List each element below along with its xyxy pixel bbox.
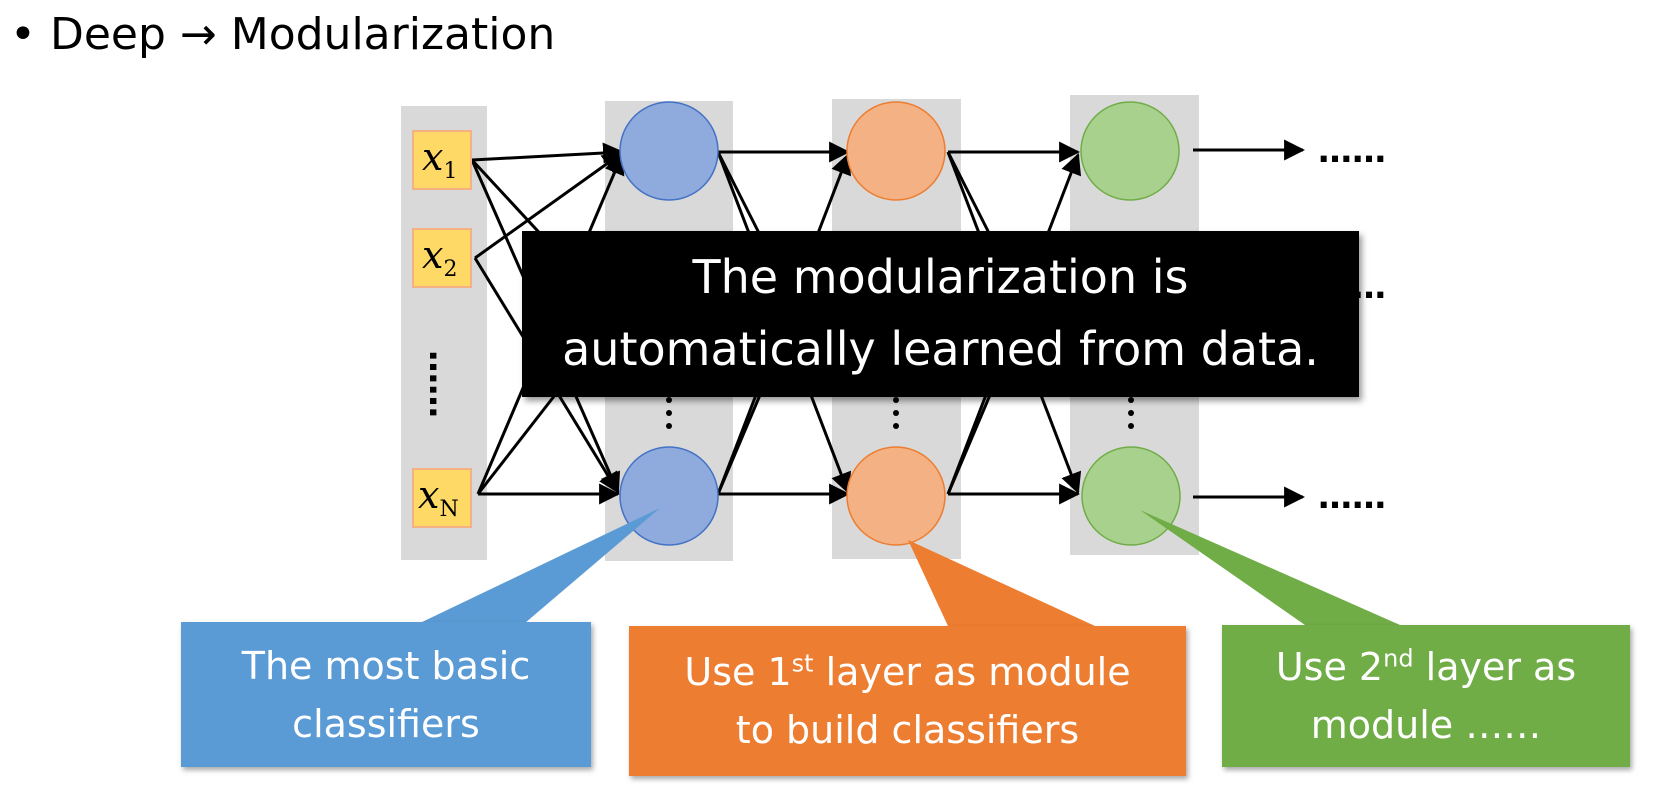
input-xN-sub: N [439, 497, 458, 522]
overlay-line2: automatically learned from data. [562, 322, 1319, 376]
input-x2: x2 [412, 228, 472, 288]
neuron-layer3-bottom [1081, 446, 1181, 546]
heading-text: Deep → Modularization [49, 9, 556, 60]
input-x2-var: x [422, 233, 443, 277]
callout-first-text: Use 1st layer as module to build classif… [684, 643, 1130, 759]
neuron-layer3-top [1080, 101, 1180, 201]
svg-text:x2: x2 [422, 233, 457, 282]
callout-second-line1: Use 2nd layer as [1276, 638, 1576, 696]
callout-first-line1: Use 1st layer as module [684, 643, 1130, 701]
input-xN-var: x [418, 473, 439, 517]
callout-second-layer-module: Use 2nd layer as module …… [1222, 625, 1630, 767]
neuron-layer2-top [846, 101, 946, 201]
callout-basic-line2: classifiers [292, 701, 480, 746]
slide-heading: • Deep → Modularization [10, 4, 555, 66]
output-dots-top: …… [1318, 131, 1386, 171]
neuron-layer1-top [619, 101, 719, 201]
input-x1: x1 [412, 130, 472, 190]
callout-second-pointer [1140, 510, 1400, 625]
callout-first-pre: Use 1 [684, 650, 792, 694]
callout-second-post: layer as [1413, 645, 1577, 689]
callout-second-line2: module …… [1310, 703, 1542, 747]
callout-first-pointer [908, 540, 1095, 626]
overlay-line1: The modularization is [692, 250, 1189, 304]
callout-basic-line1: The most basic [241, 643, 531, 688]
input-x1-sub: 1 [443, 159, 457, 184]
output-dots-bottom: …… [1318, 477, 1386, 517]
input-vertical-ellipsis: …… [421, 350, 461, 418]
callout-first-sup: st [791, 649, 814, 678]
input-x1-var: x [422, 135, 443, 179]
input-xN: xN [412, 468, 472, 528]
neuron-layer2-bottom [846, 446, 946, 546]
overlay-caption: The modularization is automatically lear… [522, 231, 1359, 397]
callout-basic-text: The most basic classifiers [242, 637, 530, 753]
callout-basic-classifiers: The most basic classifiers [181, 622, 591, 767]
bullet-point: • [10, 9, 36, 60]
callout-second-sup: nd [1383, 644, 1414, 673]
input-x2-sub: 2 [443, 257, 457, 282]
callout-second-pre: Use 2 [1275, 645, 1384, 689]
svg-text:x1: x1 [422, 135, 457, 184]
callout-first-post: layer as module [813, 650, 1131, 694]
callout-first-layer-module: Use 1st layer as module to build classif… [629, 626, 1186, 776]
neuron-layer1-bottom [619, 446, 719, 546]
svg-text:xN: xN [418, 473, 459, 522]
layer-vertical-dots [666, 397, 1134, 429]
output-arrows [1193, 139, 1306, 508]
callout-basic-pointer [420, 508, 660, 623]
callout-second-text: Use 2nd layer as module …… [1276, 638, 1576, 754]
callout-first-line2: to build classifiers [735, 708, 1080, 752]
